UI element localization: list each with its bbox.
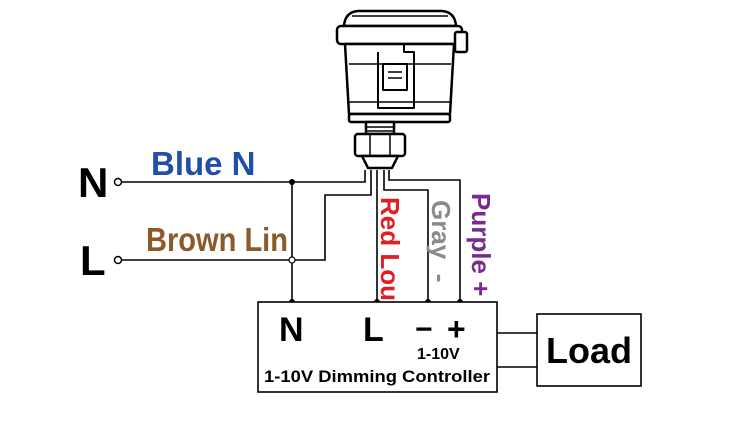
load-label: Load [546,330,632,371]
gray-wire-label: Gray - [426,200,456,282]
purple-wire [388,170,461,302]
purple-wire-label: Purple + [466,193,496,296]
dimming-controller-box [257,301,498,393]
controller-title: 1-10V Dimming Controller [264,367,490,386]
red-wire-label: Red Lout [375,197,405,310]
sensor-device [335,9,469,170]
controller-terminal-plus: + [447,311,466,347]
line-terminal-dot [113,255,123,265]
line-terminal-label: L [80,237,106,284]
controller-terminal-n: N [279,311,304,349]
neutral-terminal-dot [113,177,123,187]
neutral-input-line [118,170,366,183]
neutral-terminal-label: N [78,159,108,206]
controller-dim-label: 1-10V [417,346,460,363]
wires [118,170,537,368]
line-crossover-mark [288,256,296,264]
line-input-line [118,170,372,261]
controller-terminal-l: L [363,311,384,349]
blue-wire-label: Blue N [151,145,256,182]
gray-wire [383,170,429,302]
brown-wire-label: Brown Lin [146,221,288,258]
controller-terminal-minus: − [415,313,433,346]
load-box [536,313,642,387]
